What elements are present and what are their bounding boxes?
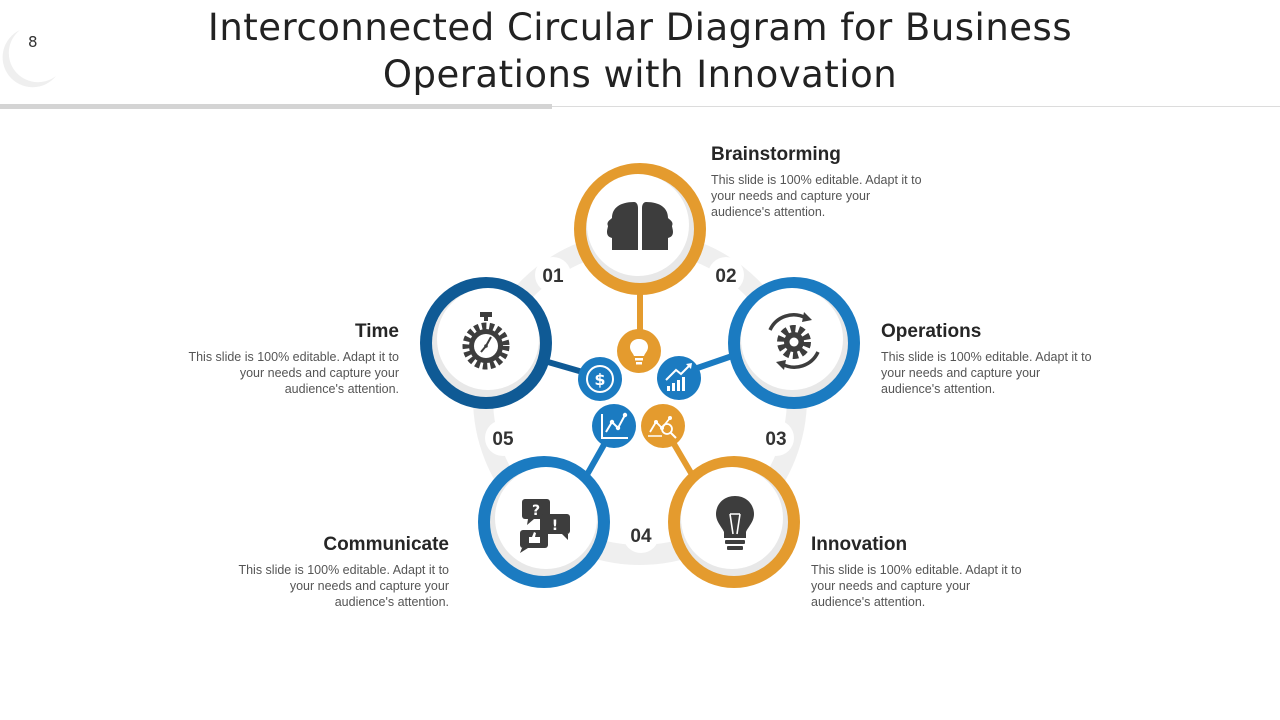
step-text-innovation: Innovation This slide is 100% editable. … (811, 534, 1023, 610)
hub-lightbulb-icon (617, 329, 661, 373)
step-number-badges: 01 02 03 04 05 (485, 257, 794, 553)
step-title-time: Time (354, 321, 399, 342)
step-title-operations: Operations (881, 321, 982, 342)
svg-text:!: ! (552, 518, 558, 534)
page-number-decoration (2, 30, 57, 88)
gear-cycle-icon (768, 312, 820, 370)
slide-title-line-1: Interconnected Circular Diagram for Busi… (207, 6, 1073, 49)
svg-text:$: $ (594, 370, 605, 389)
page-number: 8 (28, 33, 38, 51)
step-description-communicate: This slide is 100% editable. Adapt it to… (238, 563, 449, 609)
hub-line-chart-icon (592, 404, 636, 448)
title-underline-thin (552, 106, 1280, 107)
title-underline-thick (0, 104, 552, 109)
step-number-04: 04 (630, 526, 652, 547)
step-circle-communicate: ? ! (478, 456, 610, 588)
step-circle-brainstorming (574, 163, 706, 295)
step-number-02: 02 (715, 266, 736, 287)
step-description-innovation: This slide is 100% editable. Adapt it to… (811, 563, 1022, 609)
step-text-operations: Operations This slide is 100% editable. … (881, 321, 1093, 397)
connectors (547, 290, 736, 482)
step-text-time: Time This slide is 100% editable. Adapt … (187, 321, 399, 397)
step-title-innovation: Innovation (811, 534, 908, 555)
step-circle-innovation (668, 456, 800, 588)
slide-title-line-2: Operations with Innovation (382, 53, 898, 96)
step-text-brainstorming: Brainstorming This slide is 100% editabl… (711, 144, 923, 220)
hub-growth-chart-icon (657, 356, 701, 400)
step-circle-time (420, 277, 552, 409)
two-heads-icon (607, 202, 673, 250)
step-title-communicate: Communicate (323, 534, 449, 555)
stopwatch-gear-icon (462, 312, 510, 370)
hub-analytics-icon (641, 404, 685, 448)
step-title-brainstorming: Brainstorming (711, 144, 841, 165)
step-description-time: This slide is 100% editable. Adapt it to… (188, 350, 399, 396)
step-text-communicate: Communicate This slide is 100% editable.… (237, 534, 449, 610)
step-number-03: 03 (765, 429, 786, 450)
step-circle-operations (728, 277, 860, 409)
slide-title: Interconnected Circular Diagram for Busi… (160, 4, 1120, 98)
step-description-operations: This slide is 100% editable. Adapt it to… (881, 350, 1092, 396)
step-number-05: 05 (492, 429, 514, 450)
step-description-brainstorming: This slide is 100% editable. Adapt it to… (711, 173, 922, 219)
lightbulb-icon (716, 496, 754, 550)
svg-text:?: ? (532, 503, 540, 519)
hub-dollar-icon: $ (578, 357, 622, 401)
step-number-01: 01 (542, 266, 564, 287)
chat-bubbles-icon: ? ! (520, 499, 570, 553)
